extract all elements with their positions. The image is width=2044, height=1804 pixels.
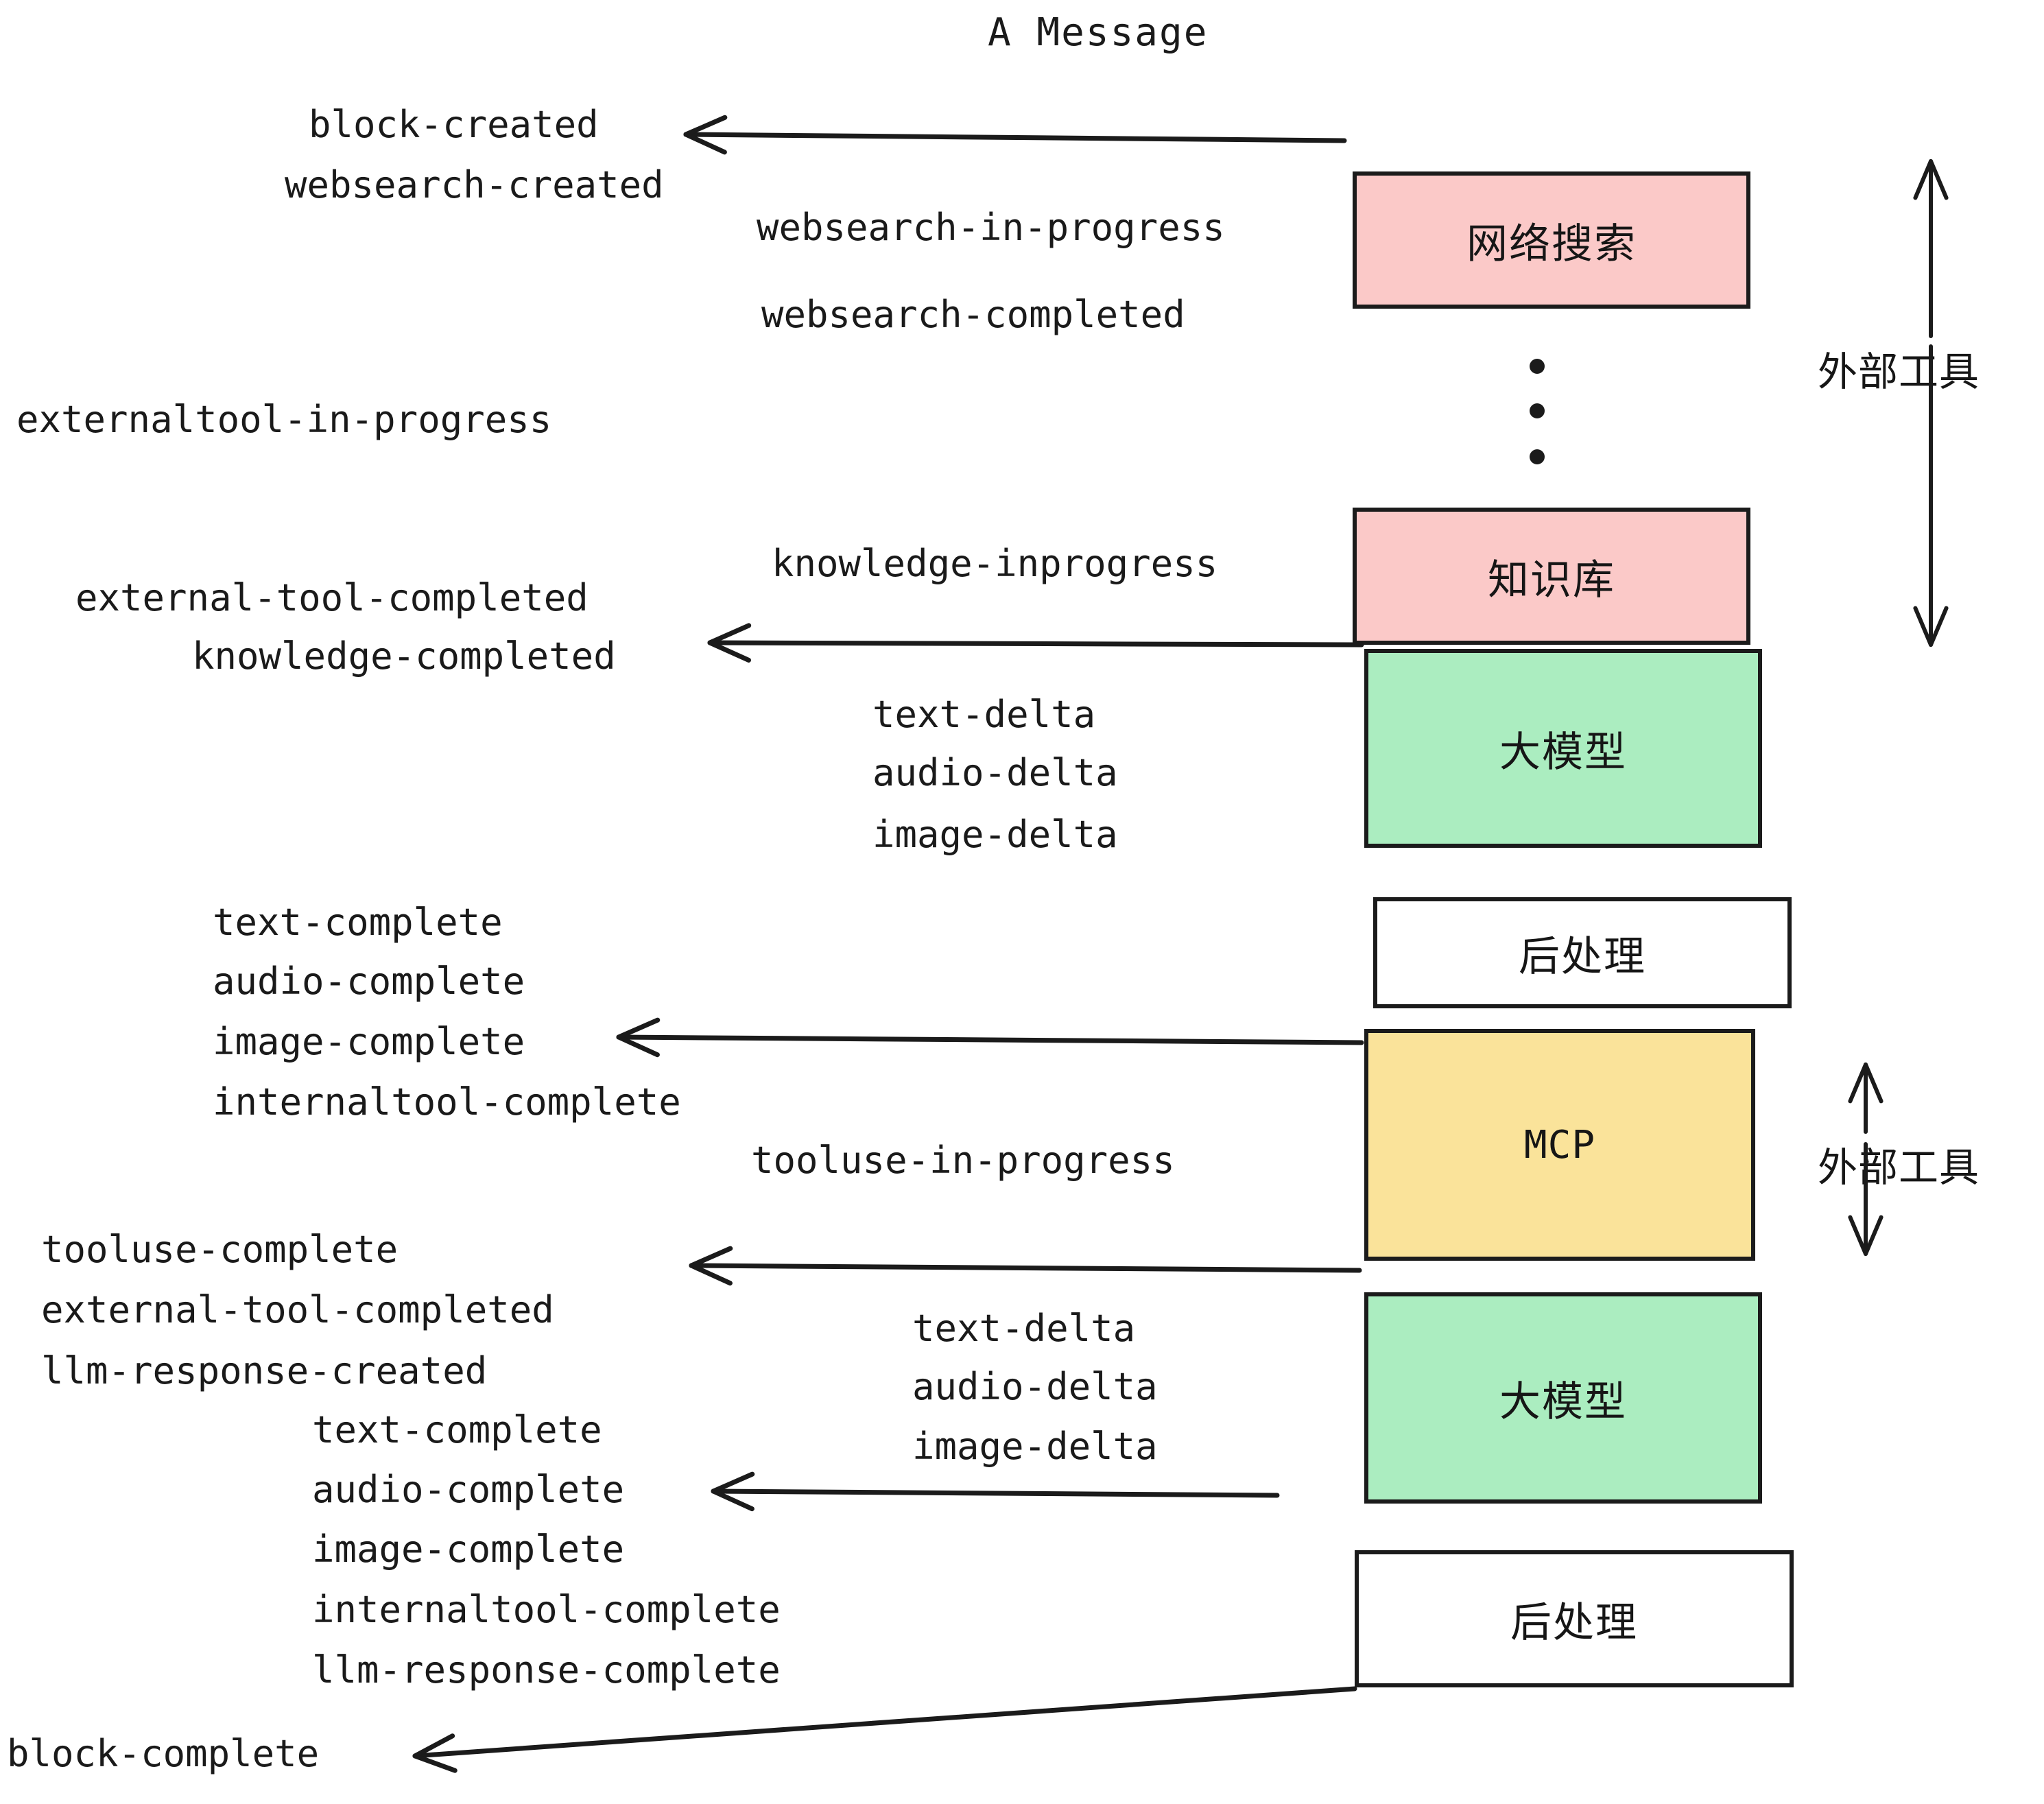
node-box-postprocess-1: 后处理 — [1373, 897, 1792, 1008]
event-label-internaltool-complete-1: internaltool-complete — [213, 1080, 681, 1124]
node-box-websearch: 网络搜索 — [1353, 171, 1750, 309]
event-label-text-complete-2: text-complete — [312, 1408, 602, 1451]
node-box-postprocess-2: 后处理 — [1355, 1550, 1794, 1687]
arrow-arrow-knowledge-completed — [707, 623, 1364, 663]
event-label-external-tool-completed-1: external-tool-completed — [75, 576, 589, 619]
event-label-internaltool-complete-2: internaltool-complete — [312, 1588, 781, 1631]
event-label-websearch-completed: websearch-completed — [761, 293, 1185, 336]
event-label-image-complete-2: image-complete — [312, 1528, 625, 1571]
event-label-knowledge-inprogress: knowledge-inprogress — [772, 542, 1218, 585]
node-label-mcp: MCP — [1523, 1122, 1596, 1167]
ellipsis-dot-3-icon — [1530, 449, 1545, 464]
event-label-websearch-created: websearch-created — [285, 163, 664, 206]
event-label-audio-complete-1: audio-complete — [213, 960, 525, 1003]
page-title: A Message — [988, 10, 1209, 55]
node-box-llm-1: 大模型 — [1364, 649, 1762, 848]
node-box-knowledge: 知识库 — [1353, 508, 1750, 645]
arrow-arrow-image-complete — [616, 1017, 1364, 1058]
node-label-websearch: 网络搜索 — [1466, 219, 1637, 268]
event-label-block-created: block-created — [309, 103, 599, 146]
event-label-block-complete: block-complete — [7, 1732, 320, 1775]
event-label-audio-delta-2: audio-delta — [912, 1365, 1158, 1408]
event-label-websearch-in-progress: websearch-in-progress — [757, 206, 1225, 249]
event-label-llm-response-created: llm-response-created — [41, 1349, 488, 1392]
node-label-llm-2: 大模型 — [1499, 1377, 1627, 1426]
arrow-arrow-block-complete — [412, 1686, 1357, 1773]
node-box-llm-2: 大模型 — [1364, 1292, 1762, 1504]
event-label-externaltool-in-progress: externaltool-in-progress — [16, 398, 552, 441]
event-label-image-delta-2: image-delta — [912, 1425, 1158, 1468]
event-label-tooluse-in-progress: tooluse-in-progress — [751, 1139, 1175, 1182]
event-label-audio-delta-1: audio-delta — [872, 751, 1118, 794]
node-label-knowledge: 知识库 — [1488, 556, 1615, 604]
side-label-external-tools-top: 外部工具 — [1818, 348, 1980, 395]
ellipsis-dot-2-icon — [1530, 403, 1545, 418]
node-label-postprocess-1: 后处理 — [1519, 932, 1646, 981]
side-label-external-tools-bottom: 外部工具 — [1818, 1144, 1980, 1191]
node-box-mcp: MCP — [1364, 1029, 1755, 1261]
event-label-image-delta-1: image-delta — [872, 813, 1118, 856]
node-label-postprocess-2: 后处理 — [1510, 1598, 1638, 1647]
event-label-text-delta-2: text-delta — [912, 1307, 1136, 1350]
arrow-arrow-block-created — [683, 115, 1347, 155]
vertical-double-arrow-external-tools-span-top — [1913, 159, 1949, 647]
ellipsis-dot-1-icon — [1530, 359, 1545, 374]
event-label-knowledge-completed: knowledge-completed — [192, 634, 616, 678]
node-label-llm-1: 大模型 — [1499, 728, 1627, 776]
event-label-text-complete-1: text-complete — [213, 901, 503, 944]
arrow-arrow-audio-complete — [711, 1471, 1280, 1512]
event-label-text-delta-1: text-delta — [872, 693, 1096, 736]
event-label-tooluse-complete: tooluse-complete — [41, 1228, 399, 1271]
event-label-external-tool-completed-2: external-tool-completed — [41, 1288, 554, 1331]
arrow-arrow-tooluse-complete — [689, 1246, 1362, 1286]
event-label-image-complete-1: image-complete — [213, 1020, 525, 1063]
event-label-audio-complete-2: audio-complete — [312, 1468, 625, 1511]
event-label-llm-response-complete: llm-response-complete — [312, 1648, 781, 1692]
